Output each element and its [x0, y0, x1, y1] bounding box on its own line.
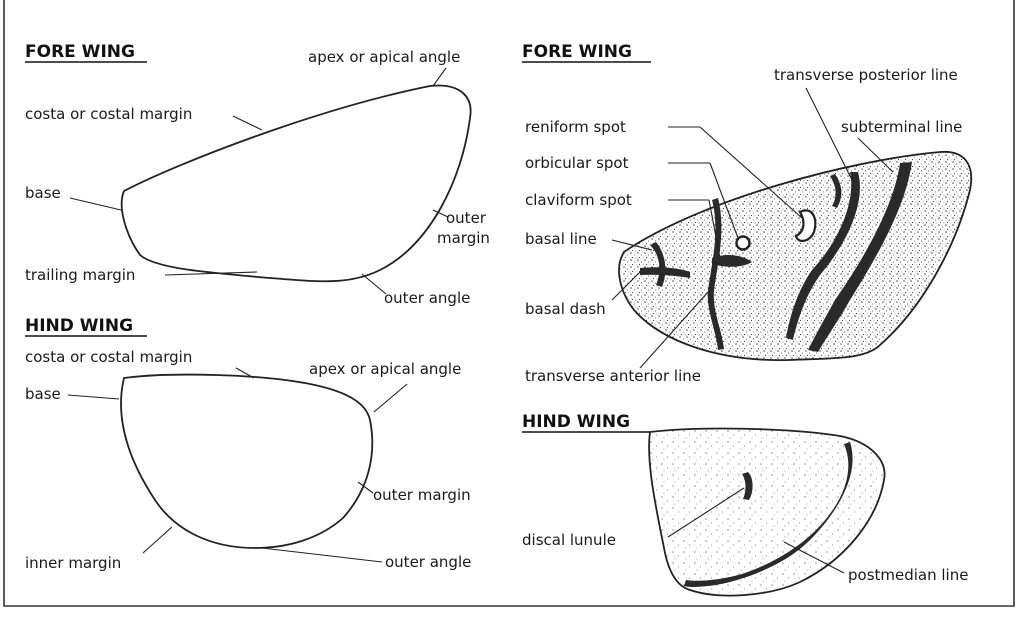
left-hind-inner-margin-leader: [143, 527, 172, 553]
left-fore-base-leader: [70, 198, 121, 210]
right-fore-orbicular-spot: [737, 237, 750, 250]
left-fore-base-label: base: [25, 184, 61, 202]
left-fore-wing-heading: FORE WING: [25, 42, 135, 62]
left-hind-outer-angle-label: outer angle: [385, 553, 471, 571]
right-fore-wing: [619, 152, 971, 360]
orbicular-spot-label: orbicular spot: [525, 154, 629, 172]
right-fore-wing-heading: FORE WING: [522, 42, 632, 62]
left-hind-base-label: base: [25, 385, 61, 403]
transverse-posterior-line-label: transverse posterior line: [774, 66, 958, 84]
left-fore-costa-label: costa or costal margin: [25, 105, 192, 123]
discal-lunule-label: discal lunule: [522, 531, 616, 549]
left-fore-outer-angle-label: outer angle: [384, 289, 470, 307]
left-hind-wing-outline: [121, 375, 372, 548]
left-fore-apex-label: apex or apical angle: [308, 48, 460, 66]
left-hind-outer-margin-label: outer margin: [373, 486, 471, 504]
left-fore-apex-leader: [433, 68, 446, 86]
basal-dash-label: basal dash: [525, 300, 606, 318]
left-fore-outer-angle-leader: [362, 274, 386, 294]
left-hind-costa-label: costa or costal margin: [25, 348, 192, 366]
left-fore-outer-margin-label-2: margin: [437, 229, 490, 247]
right-hind-wing-heading: HIND WING: [522, 412, 630, 432]
subterminal-line-label: subterminal line: [841, 118, 962, 136]
left-fore-trailing-margin-label: trailing margin: [25, 266, 135, 284]
left-fore-outer-margin-label-1: outer: [446, 209, 487, 227]
basal-line-label: basal line: [525, 230, 597, 248]
left-hind-inner-margin-label: inner margin: [25, 554, 121, 572]
left-hind-base-leader: [68, 395, 119, 399]
claviform-spot-label: claviform spot: [525, 191, 632, 209]
left-hind-apex-leader: [374, 384, 407, 412]
left-hind-wing-heading: HIND WING: [25, 316, 133, 336]
left-hind-outer-angle-leader: [262, 548, 382, 562]
reniform-spot-label: reniform spot: [525, 118, 626, 136]
postmedian-line-label: postmedian line: [848, 566, 968, 584]
left-hind-apex-label: apex or apical angle: [309, 360, 461, 378]
transverse-anterior-line-label: transverse anterior line: [525, 367, 701, 385]
left-fore-costa-leader: [233, 116, 262, 130]
